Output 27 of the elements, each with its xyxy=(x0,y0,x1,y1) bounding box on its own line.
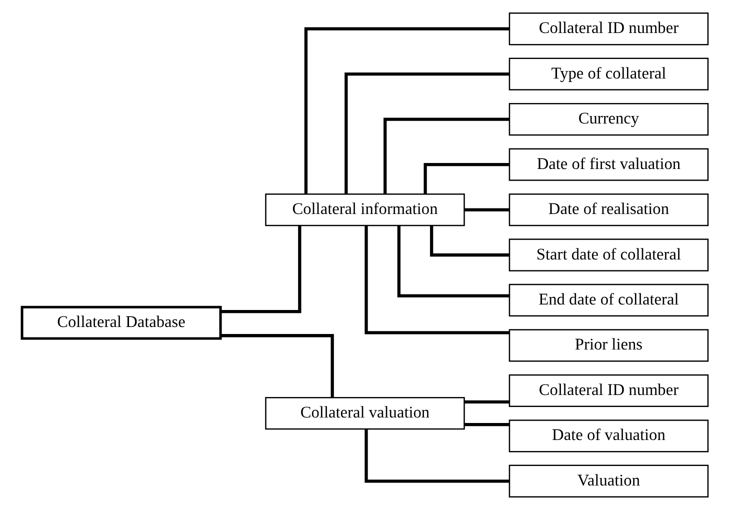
node-box: Start date of collateral xyxy=(508,238,709,272)
connector xyxy=(364,429,510,483)
node-box: Date of realisation xyxy=(508,193,709,226)
node-box: Prior liens xyxy=(508,329,709,362)
node-box: Type of collateral xyxy=(508,58,709,90)
connector xyxy=(384,118,510,194)
node-box: End date of collateral xyxy=(508,284,709,317)
connector xyxy=(397,226,510,298)
connector xyxy=(344,72,510,194)
connector xyxy=(424,162,509,194)
node-box: Collateral ID number xyxy=(508,12,709,46)
node-box: Currency xyxy=(508,102,709,136)
node-box: Collateral valuation xyxy=(265,396,465,430)
connector xyxy=(464,400,510,404)
connector xyxy=(464,208,510,212)
node-box: Collateral Database xyxy=(20,306,222,340)
connector xyxy=(430,226,510,257)
connector xyxy=(364,226,510,334)
node-box: Collateral information xyxy=(265,193,465,226)
node-box: Collateral ID number xyxy=(508,374,709,408)
node-box: Date of first valuation xyxy=(508,148,709,181)
connector xyxy=(220,334,334,398)
connector xyxy=(464,423,510,426)
connector xyxy=(220,226,302,314)
node-box: Date of valuation xyxy=(508,420,709,452)
connector xyxy=(304,27,510,194)
node-box: Valuation xyxy=(508,464,709,498)
